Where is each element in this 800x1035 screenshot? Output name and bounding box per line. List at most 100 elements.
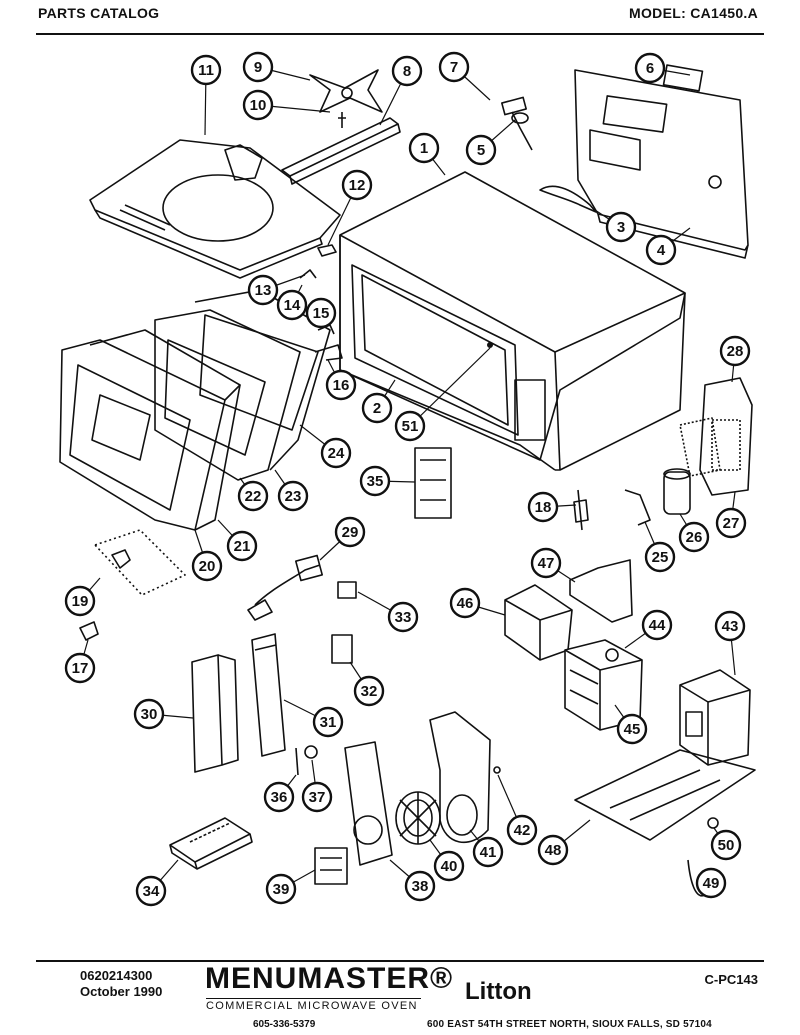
callout-circle-39 xyxy=(265,873,297,905)
callout-number-32: 32 xyxy=(361,683,378,700)
callout-circle-3 xyxy=(605,211,637,243)
callout-circle-17 xyxy=(64,652,96,684)
callout-26: 26 xyxy=(678,513,710,553)
part-foot xyxy=(707,817,719,829)
callout-number-48: 48 xyxy=(545,842,562,859)
callout-number-39: 39 xyxy=(273,881,290,898)
callout-circle-48 xyxy=(537,834,569,866)
part-base-plate xyxy=(574,749,756,841)
callout-11: 11 xyxy=(190,54,222,136)
callout-number-33: 33 xyxy=(395,609,412,626)
callout-number-11: 11 xyxy=(198,62,214,79)
callout-number-35: 35 xyxy=(367,473,384,490)
callout-28: 28 xyxy=(719,335,751,383)
part-fan-blade xyxy=(309,69,383,113)
callout-circle-49 xyxy=(695,867,727,899)
callout-number-8: 8 xyxy=(403,63,411,80)
callout-25: 25 xyxy=(644,521,676,573)
part-door-frame xyxy=(59,329,241,531)
callout-2: 2 xyxy=(361,379,396,424)
callout-circle-38 xyxy=(404,870,436,902)
document-number: 0620214300 xyxy=(80,968,153,983)
callout-18: 18 xyxy=(527,491,577,523)
callout-circle-51 xyxy=(394,410,426,442)
callout-33: 33 xyxy=(357,591,419,633)
catalog-title: PARTS CATALOG xyxy=(38,5,160,21)
part-touch-pad xyxy=(251,633,286,757)
callout-48: 48 xyxy=(537,819,591,866)
part-stirrer-motor xyxy=(501,96,533,151)
callout-number-37: 37 xyxy=(309,789,326,806)
callout-circle-7 xyxy=(438,51,470,83)
callout-circle-30 xyxy=(133,698,165,730)
part-interlock-switch xyxy=(414,447,452,519)
callout-circle-34 xyxy=(135,875,167,907)
callout-49: 49 xyxy=(695,867,727,899)
part-blower-wheel xyxy=(395,791,441,845)
callout-circle-42 xyxy=(506,814,538,846)
part-timer-switch xyxy=(314,847,348,885)
callout-number-3: 3 xyxy=(617,219,625,236)
callout-circle-40 xyxy=(433,850,465,882)
part-top-plate xyxy=(89,139,341,279)
callout-41: 41 xyxy=(469,829,504,868)
callout-number-17: 17 xyxy=(72,660,89,677)
callout-21: 21 xyxy=(217,519,258,562)
part-latch-assembly xyxy=(94,529,186,596)
callout-circle-45 xyxy=(616,713,648,745)
callout-number-40: 40 xyxy=(441,858,458,875)
callout-circle-29 xyxy=(334,516,366,548)
brand-subtitle: COMMERCIAL MICROWAVE OVEN xyxy=(206,998,421,1012)
callout-number-21: 21 xyxy=(234,538,251,555)
part-motor-bracket xyxy=(281,117,401,185)
callout-45: 45 xyxy=(614,704,648,745)
callout-number-4: 4 xyxy=(657,242,666,259)
callout-circle-43 xyxy=(714,610,746,642)
part-capacitor xyxy=(663,468,691,515)
callout-number-16: 16 xyxy=(333,377,350,394)
callout-circle-32 xyxy=(353,675,385,707)
callout-number-2: 2 xyxy=(373,400,381,417)
callout-50: 50 xyxy=(710,827,742,861)
part-fuse xyxy=(573,489,589,531)
part-grommet xyxy=(493,766,501,774)
callout-number-14: 14 xyxy=(284,297,301,314)
part-wire-harness xyxy=(247,554,324,621)
callout-39: 39 xyxy=(265,869,316,905)
callout-number-20: 20 xyxy=(199,558,216,575)
callout-number-1: 1 xyxy=(420,140,428,157)
brand-logo: MENUMASTER® xyxy=(205,962,454,995)
callout-circle-26 xyxy=(678,521,710,553)
callout-number-15: 15 xyxy=(313,305,330,322)
callout-51: 51 xyxy=(394,347,491,442)
callout-23: 23 xyxy=(274,469,309,512)
callout-number-19: 19 xyxy=(72,593,89,610)
part-lamp-socket xyxy=(304,745,318,759)
callout-number-23: 23 xyxy=(285,488,302,505)
callout-number-47: 47 xyxy=(538,555,555,572)
callout-circle-50 xyxy=(710,829,742,861)
callout-number-43: 43 xyxy=(722,618,739,635)
callout-leader-51 xyxy=(409,347,491,427)
part-door-screens xyxy=(154,289,331,481)
callout-number-5: 5 xyxy=(477,142,485,159)
callout-35: 35 xyxy=(359,465,416,497)
callout-number-45: 45 xyxy=(624,721,641,738)
callout-3: 3 xyxy=(594,209,637,243)
callout-number-44: 44 xyxy=(649,617,666,634)
callout-circle-1 xyxy=(408,132,440,164)
callout-30: 30 xyxy=(133,698,194,730)
callout-number-42: 42 xyxy=(514,822,531,839)
callout-circle-47 xyxy=(530,547,562,579)
callout-number-51: 51 xyxy=(402,418,419,435)
phone-number: 605-336-5379 xyxy=(253,1019,316,1030)
callout-circle-44 xyxy=(641,609,673,641)
company-address: 600 EAST 54TH STREET NORTH, SIOUX FALLS,… xyxy=(427,1019,712,1030)
callout-circle-4 xyxy=(645,234,677,266)
callout-number-34: 34 xyxy=(143,883,160,900)
part-outer-cabinet xyxy=(339,171,686,471)
callout-34: 34 xyxy=(135,859,179,907)
callout-number-27: 27 xyxy=(723,515,740,532)
callout-circle-35 xyxy=(359,465,391,497)
